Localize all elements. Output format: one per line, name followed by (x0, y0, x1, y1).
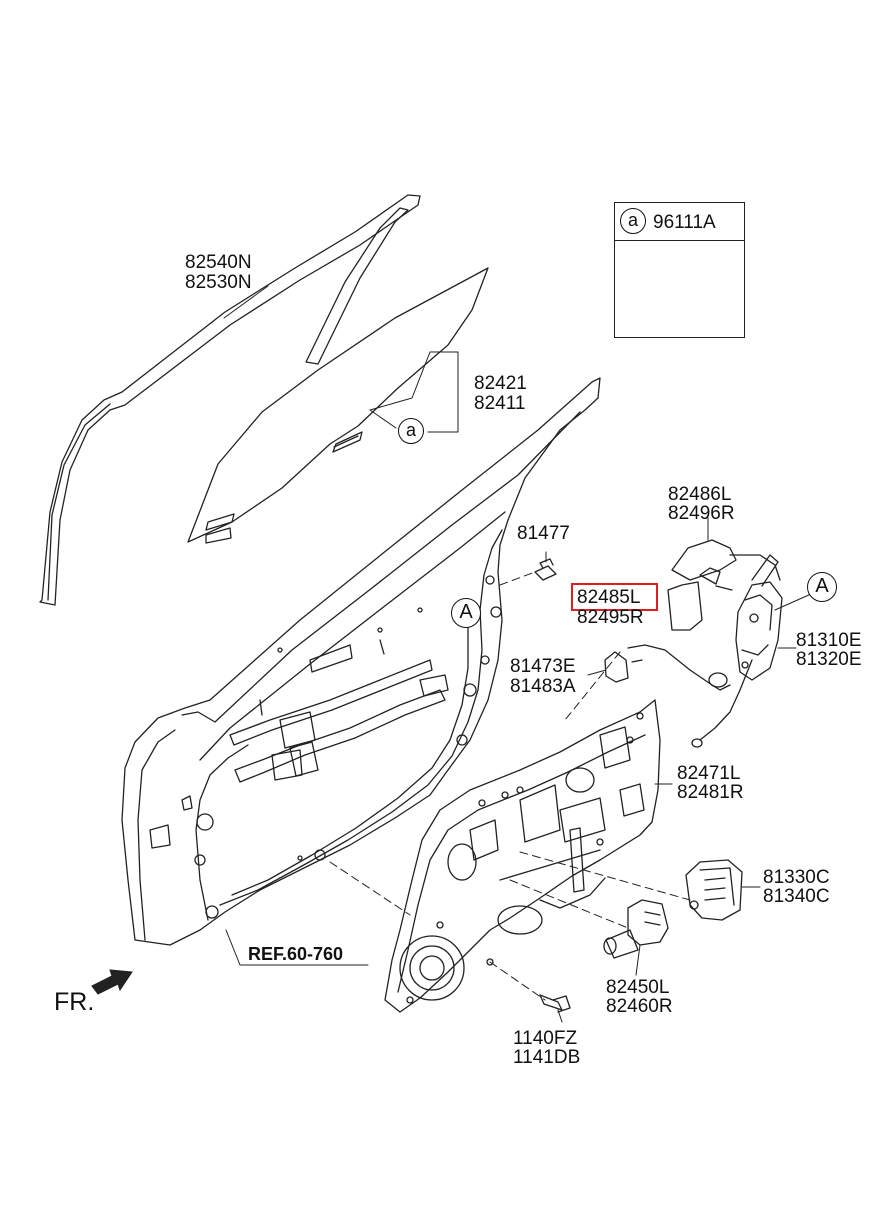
inside-handle (604, 651, 643, 683)
label-81477: 81477 (517, 523, 570, 544)
dashed-guides (329, 571, 691, 1001)
label-82471L: 82471L (677, 763, 741, 784)
callout-a-marker: a (398, 418, 424, 444)
callout-A-frame: A (451, 598, 481, 628)
label-82495R: 82495R (577, 607, 644, 628)
door-latch (735, 554, 783, 681)
label-82485L: 82485L (577, 587, 641, 608)
label-81473E: 81473E (510, 656, 576, 677)
legend-marker: a (620, 208, 646, 234)
label-82540N: 82540N (185, 252, 252, 273)
label-81483A: 81483A (510, 676, 576, 697)
handle-bracket (667, 539, 781, 631)
highlight-box (571, 583, 658, 611)
door-glass (187, 267, 489, 544)
bolt-1140fz (539, 994, 571, 1013)
label-1141DB: 1141DB (513, 1047, 581, 1068)
label-82496R: 82496R (668, 503, 735, 524)
label-82481R: 82481R (677, 782, 744, 803)
door-module-panel (384, 699, 661, 1013)
label-81340C: 81340C (763, 886, 830, 907)
label-82421: 82421 (474, 373, 527, 394)
lock-actuator (685, 859, 743, 921)
bolt-81477 (534, 558, 557, 581)
latch-cable (627, 644, 753, 748)
label-82450L: 82450L (606, 977, 670, 998)
leader-lines (223, 285, 821, 1023)
label-82530N: 82530N (185, 272, 252, 293)
regulator-rails (229, 639, 449, 783)
callout-A-latch: A (807, 572, 837, 602)
label-81330C: 81330C (763, 867, 830, 888)
door-molding-strip (39, 194, 421, 606)
reference-label: REF.60-760 (248, 944, 344, 964)
window-motor (603, 899, 669, 959)
label-82460R: 82460R (606, 996, 673, 1017)
front-direction-arrow (91, 969, 133, 995)
label-81310E: 81310E (796, 630, 862, 651)
label-81320E: 81320E (796, 649, 862, 670)
label-1140FZ: 1140FZ (513, 1028, 578, 1049)
front-direction-label: FR. (54, 988, 95, 1016)
legend-box: a 96111A (614, 202, 745, 338)
legend-header: a 96111A (615, 203, 744, 241)
legend-part-number: 96111A (653, 212, 716, 233)
label-82411: 82411 (474, 393, 526, 414)
door-frame (121, 377, 601, 946)
label-82486L: 82486L (668, 484, 732, 505)
